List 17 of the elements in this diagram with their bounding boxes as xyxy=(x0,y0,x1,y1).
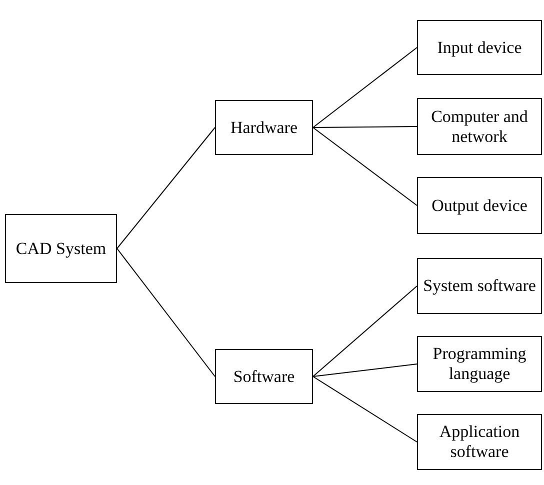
connector-line xyxy=(312,47,418,128)
category-box: Programming language xyxy=(417,336,542,392)
category-box: System software xyxy=(417,258,542,314)
connector-line xyxy=(312,286,418,377)
connector-line xyxy=(312,126,418,128)
connector-line xyxy=(312,376,418,442)
connector-line xyxy=(312,127,418,206)
connector-line xyxy=(312,364,418,377)
connector-line xyxy=(116,248,216,377)
category-box: Application software xyxy=(417,414,542,470)
category-box: Hardware xyxy=(215,100,313,155)
category-box: CAD System xyxy=(5,214,117,283)
connector-line xyxy=(116,127,216,249)
category-box: Software xyxy=(215,349,313,404)
category-box: Output device xyxy=(417,177,542,234)
category-box: Computer and network xyxy=(417,98,542,155)
category-box: Input device xyxy=(417,20,542,75)
